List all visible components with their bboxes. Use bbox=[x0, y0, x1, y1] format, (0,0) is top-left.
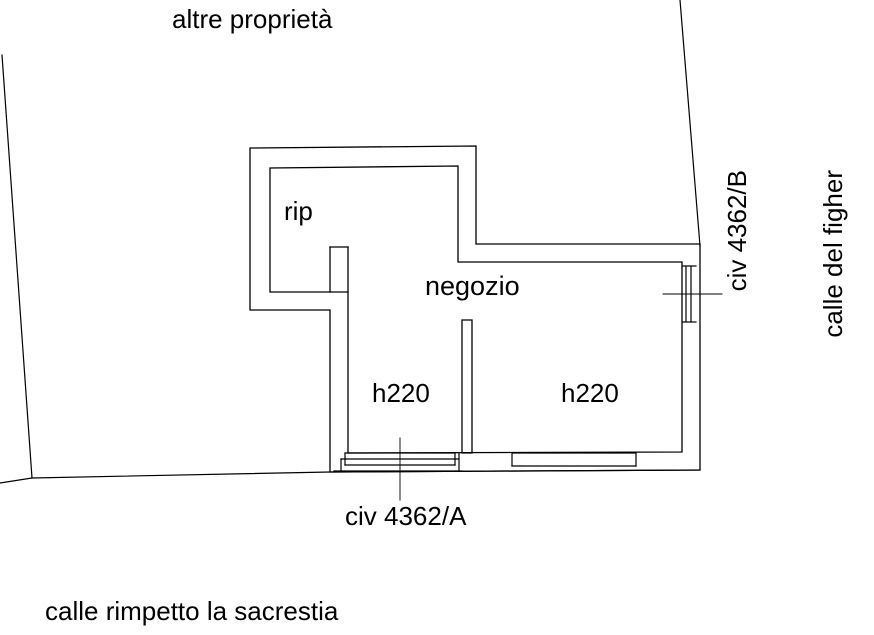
boundary-left-line bbox=[1, 54, 33, 479]
inner-wall-outline bbox=[269, 165, 683, 454]
label-room-rip: rip bbox=[284, 196, 313, 226]
label-room-negozio: negozio bbox=[425, 271, 520, 301]
boundary-right-line bbox=[679, 0, 701, 247]
shopfront-opening-bottom bbox=[511, 452, 637, 467]
label-altre-proprieta: altre proprietà bbox=[172, 4, 333, 34]
label-height-right: h220 bbox=[561, 378, 619, 408]
partition-wall-outline bbox=[461, 319, 473, 454]
label-height-left: h220 bbox=[372, 378, 430, 408]
label-calle-del-figher: calle del figher bbox=[818, 170, 848, 338]
label-calle-rimpetto-la-sacrestia: calle rimpetto la sacrestia bbox=[45, 596, 339, 626]
building-outer-walls bbox=[249, 145, 701, 473]
interior-wall-rip-return bbox=[329, 246, 349, 293]
entrance-door-bottom bbox=[333, 452, 463, 472]
label-civ-4362-a: civ 4362/A bbox=[345, 501, 467, 531]
property-boundary-lines bbox=[0, 0, 701, 484]
interior-partition-wall bbox=[461, 319, 473, 454]
annotation-leader-lines bbox=[399, 293, 723, 501]
outer-wall-outline bbox=[249, 145, 701, 473]
label-civ-4362-b: civ 4362/B bbox=[722, 170, 752, 292]
